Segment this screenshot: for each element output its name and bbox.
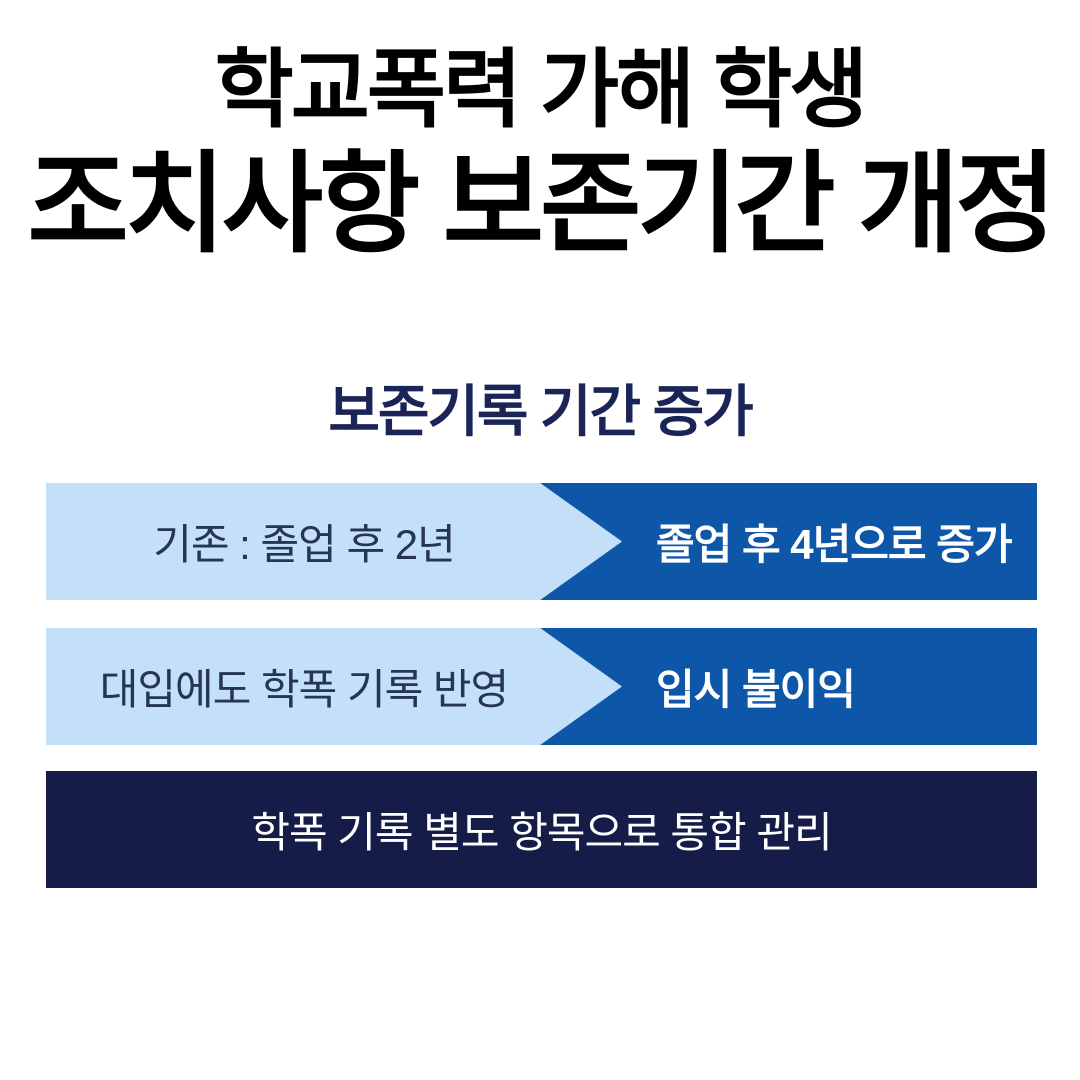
- integrated-management-label: 학폭 기록 별도 항목으로 통합 관리: [251, 809, 832, 856]
- flow-row-admissions: 입시 불이익 대입에도 학폭 기록 반영: [46, 628, 1037, 745]
- comparison-flow: 졸업 후 4년으로 증가 기존 : 졸업 후 2년 입시 불이익 대입에도 학폭…: [46, 483, 1037, 773]
- title-line-2: 조치사항 보존기간 개정: [27, 142, 1056, 266]
- new-value-label: 졸업 후 4년으로 증가: [656, 521, 1012, 568]
- new-value-label: 입시 불이익: [656, 666, 856, 713]
- old-value-label: 대입에도 학폭 기록 반영: [99, 666, 509, 713]
- flow-row-new-value: 입시 불이익: [540, 628, 1037, 745]
- flow-row-new-value: 졸업 후 4년으로 증가: [540, 483, 1037, 600]
- title-line-1: 학교폭력 가해 학생: [214, 42, 869, 138]
- arrow-right-icon: 기존 : 졸업 후 2년: [46, 483, 622, 600]
- arrow-right-icon: 대입에도 학폭 기록 반영: [46, 628, 622, 745]
- page-title: 학교폭력 가해 학생 조치사항 보존기간 개정: [0, 0, 1080, 266]
- section-subtitle: 보존기록 기간 증가: [328, 380, 753, 444]
- old-value-label: 기존 : 졸업 후 2년: [153, 521, 456, 568]
- integrated-management-bar: 학폭 기록 별도 항목으로 통합 관리: [46, 771, 1037, 888]
- flow-row-retention-period: 졸업 후 4년으로 증가 기존 : 졸업 후 2년: [46, 483, 1037, 600]
